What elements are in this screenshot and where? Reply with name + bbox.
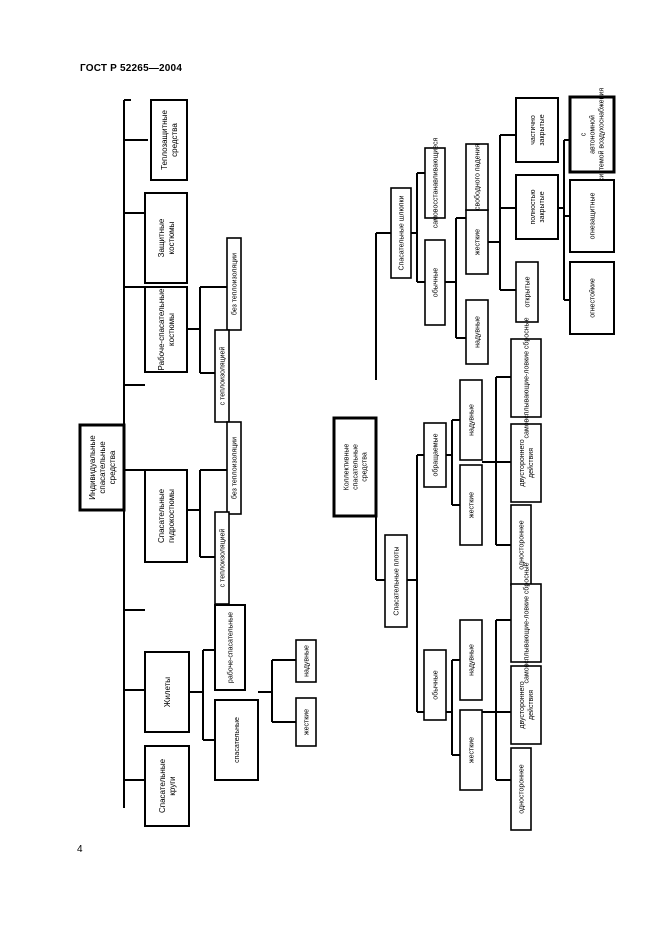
node-box-rr-double-sided: [510, 423, 542, 503]
node-label-rigid-vest: жесткие: [303, 709, 310, 735]
node-box-ro-inflatable: [459, 619, 483, 701]
node-box-rescue-vests: [214, 699, 259, 781]
node-label-ro-single-sided: одностороннее: [518, 764, 525, 814]
node-box-fully-closed: [515, 174, 559, 240]
node-label-fire-resistant: огнестойкие: [588, 278, 596, 318]
node-box-boats: [390, 187, 412, 279]
node-box-with-air-supply: [568, 95, 616, 174]
node-box-lifebuoys: [144, 745, 190, 827]
node-label-boats-inflatable: надувные: [474, 316, 481, 348]
node-box-rr-self-inflating: [510, 338, 542, 418]
node-label-rafts-regular: обычные: [431, 670, 439, 699]
node-label-fire-protective: огнезащитные: [589, 192, 596, 239]
node-box-work-rescue-vests: [214, 604, 246, 691]
node-label-work-rescue-suits: Рабоче-спасательныекостюмы: [157, 288, 176, 370]
node-label-vests: Жилеты: [163, 677, 172, 707]
node-box-heat-protective: [150, 99, 188, 181]
page-number: 4: [77, 844, 83, 855]
node-label-rr-rigid: жесткие: [468, 492, 475, 518]
node-label-rafts: Спасательные плоты: [393, 546, 400, 615]
node-label-ro-self-inflating: самовсплывающие-ловкие сбросные: [522, 562, 530, 683]
node-box-ro-self-inflating: [510, 583, 542, 663]
node-box-rr-inflatable: [459, 379, 483, 461]
node-label-suits-with-insulation: с теплоизоляцией: [218, 347, 226, 406]
node-box-suits-without-insulation: [226, 237, 242, 331]
node-label-ro-inflatable: надувные: [468, 644, 475, 676]
node-label-hydro-suits: Спасательныегидрокостюмы: [157, 488, 176, 543]
node-label-suits-without-insulation: без теплоизоляции: [230, 253, 238, 315]
node-label-rescue-vests: спасательные: [234, 717, 241, 763]
node-label-inflatable-vest: надувные: [303, 645, 310, 677]
node-box-fire-protective: [569, 179, 615, 253]
node-box-inflatable-vest: [295, 639, 317, 683]
node-label-self-righting: самовосстанавливающиеся: [432, 137, 439, 228]
node-label-boats-open: открытые: [524, 276, 531, 307]
node-label-boats: Спасательные шлюпки: [398, 195, 405, 270]
node-box-boats-inflatable: [465, 299, 489, 365]
node-box-freefall: [465, 143, 489, 211]
node-label-rr-single-sided: одностороннее: [518, 520, 525, 570]
node-label-rr-inflatable: надувные: [468, 404, 475, 436]
node-label-rafts-reversible: обращаемые: [431, 433, 439, 476]
node-label-rr-self-inflating: самовсплывающие-ловкие сбросные: [522, 317, 530, 438]
node-box-vests: [144, 651, 190, 733]
node-box-protective-suits: [144, 192, 188, 284]
node-label-ro-rigid: жесткие: [468, 737, 475, 763]
node-box-individual-root: [78, 423, 126, 512]
node-label-boats-rigid: жесткие: [474, 229, 481, 255]
node-label-hydro-with-insulation: с теплоизоляцией: [218, 529, 226, 588]
node-box-work-rescue-suits: [144, 286, 188, 373]
node-label-work-rescue-vests: рабоче-спасательные: [226, 612, 234, 683]
node-box-hydro-without-insulation: [226, 421, 242, 515]
node-box-ro-rigid: [459, 709, 483, 791]
node-box-rafts-reversible: [423, 422, 447, 488]
node-box-boats-regular: [424, 239, 446, 326]
connector-lines: [123, 99, 570, 808]
node-box-collective-root: [332, 416, 378, 518]
node-box-self-righting: [424, 147, 446, 219]
node-label-hydro-without-insulation: без теплоизоляции: [230, 437, 238, 499]
node-box-partially-closed: [515, 97, 559, 163]
node-label-protective-suits: Защитныекостюмы: [157, 218, 176, 257]
node-box-boats-open: [515, 261, 539, 323]
node-label-lifebuoys: Спасательныекруги: [158, 758, 177, 813]
node-box-ro-double-sided: [510, 665, 542, 745]
node-box-rafts-regular: [423, 649, 447, 721]
node-box-rafts: [384, 534, 408, 628]
node-box-fire-resistant: [569, 261, 615, 335]
node-box-suits-with-insulation: [214, 329, 230, 423]
node-box-ro-single-sided: [510, 747, 532, 831]
document-header: ГОСТ Р 52265—2004: [80, 63, 183, 74]
node-box-rr-rigid: [459, 464, 483, 546]
node-label-freefall: свободного падения: [473, 144, 481, 210]
node-label-heat-protective: Теплозащитныесредства: [160, 110, 179, 170]
node-label-individual-root: Индивидуальныеспасательныесредства: [88, 435, 117, 500]
node-box-rigid-vest: [295, 697, 317, 747]
node-label-boats-regular: обычные: [431, 268, 439, 297]
node-box-hydro-suits: [144, 469, 188, 563]
